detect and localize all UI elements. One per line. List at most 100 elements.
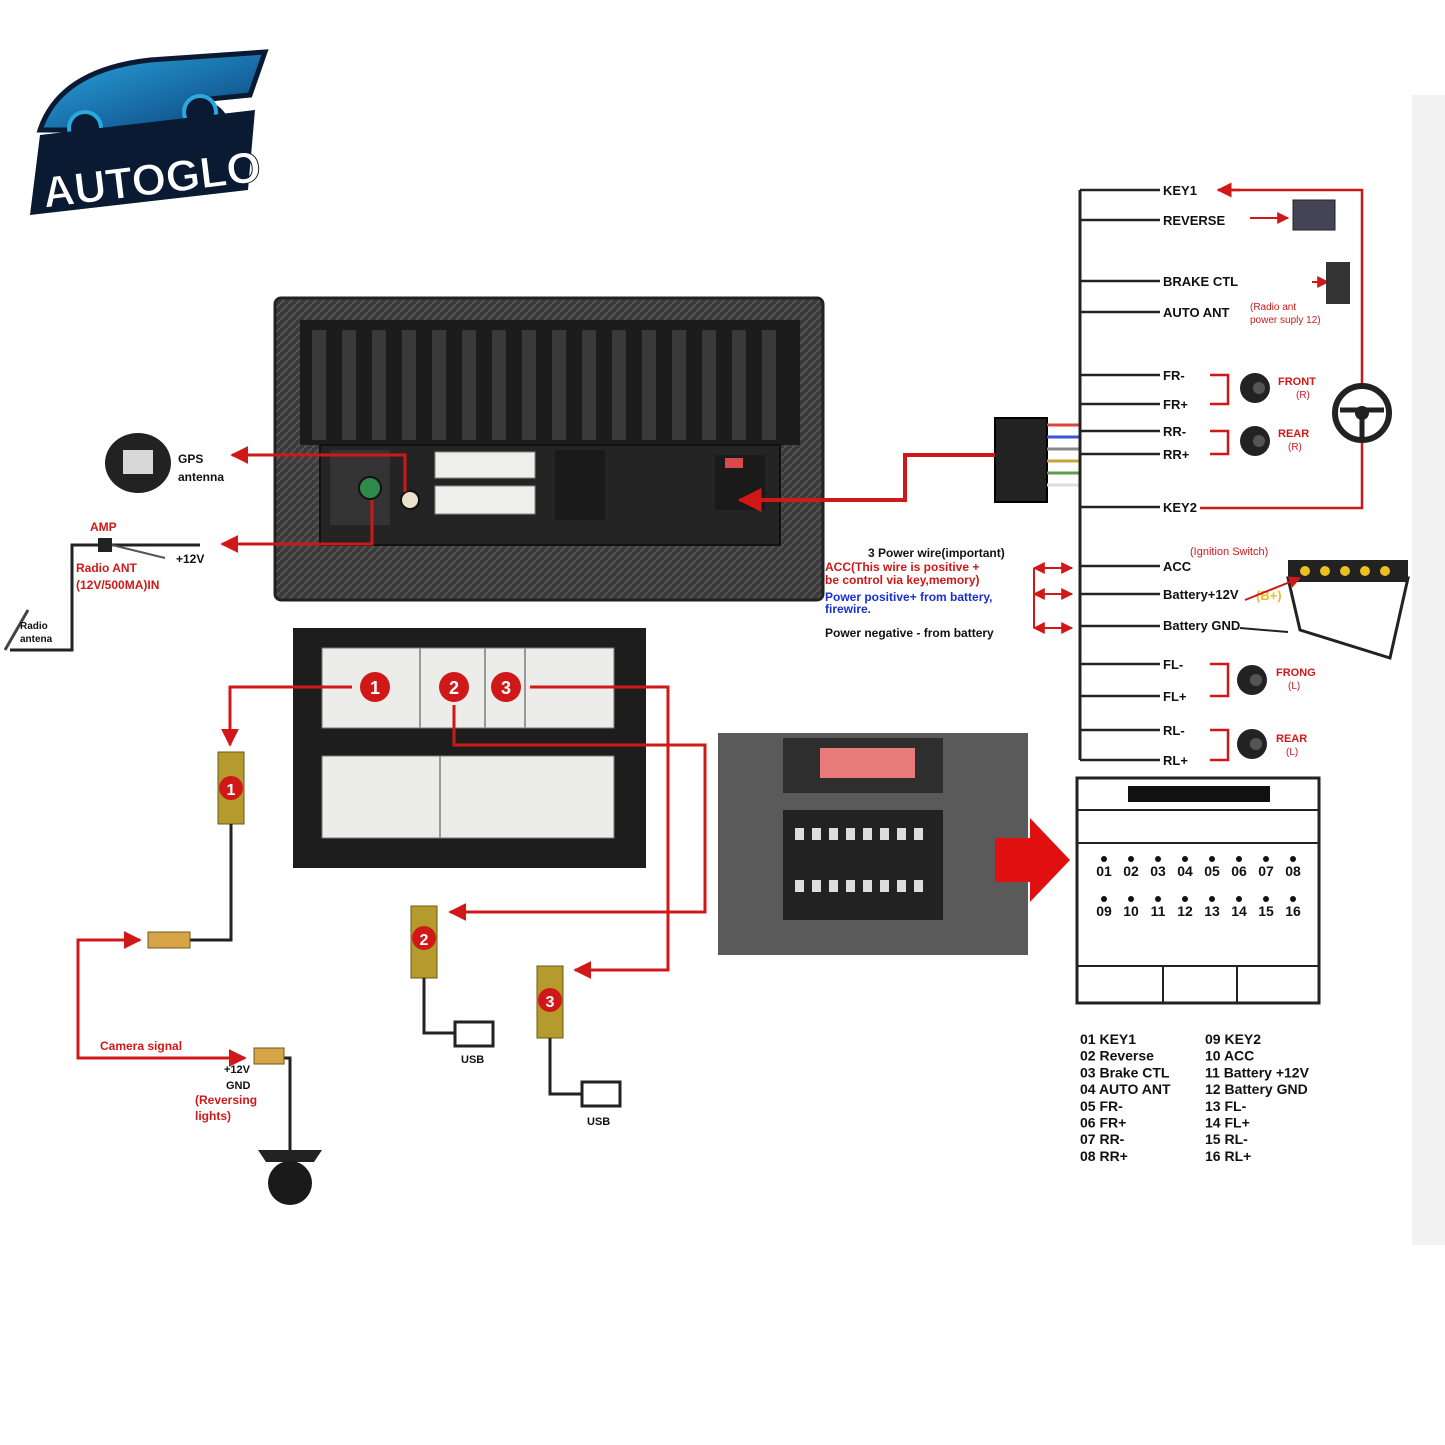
pin-legend-item: 13 FL- — [1205, 1098, 1247, 1114]
rear-r-label-1: REAR — [1278, 428, 1309, 440]
antenna-cable — [10, 543, 200, 652]
rear-l-label-2: (L) — [1286, 747, 1298, 758]
pin-dot — [1263, 896, 1269, 902]
neg-note: Power negative - from battery — [825, 626, 994, 640]
fin — [462, 330, 476, 440]
socket-pin — [863, 828, 872, 840]
cable-2-lead — [422, 978, 455, 1035]
pin-legend-item: 07 RR- — [1080, 1131, 1125, 1147]
pin-rr-minus: RR- — [1163, 424, 1186, 439]
cam-rev-label-1: (Reversing — [195, 1093, 257, 1107]
pin-legend-item: 14 FL+ — [1205, 1115, 1250, 1131]
speaker-bracket — [1210, 373, 1230, 406]
power-title: 3 Power wire(important) — [868, 546, 1005, 560]
socket-pin — [897, 828, 906, 840]
cable-3-wire — [530, 685, 670, 979]
pin-dot — [1155, 896, 1161, 902]
radio-ant-port-icon — [400, 490, 420, 510]
ignition-label: (Ignition Switch) — [1190, 546, 1268, 558]
camera-signal-label: Camera signal — [100, 1039, 182, 1053]
pin-number: 14 — [1231, 903, 1247, 919]
pin-dot — [1209, 856, 1215, 862]
pin-fl-plus: FL+ — [1163, 689, 1187, 704]
camera-rca-icon — [253, 1047, 285, 1065]
harness-wire-bundle — [1047, 423, 1080, 487]
right-speakers — [1210, 373, 1270, 762]
socket-pin — [897, 880, 906, 892]
usb-1-icon — [453, 1020, 495, 1048]
pin-legend-item: 16 RL+ — [1205, 1148, 1251, 1164]
pin-fl-minus: FL- — [1163, 657, 1183, 672]
pin-number: 09 — [1096, 903, 1112, 919]
pin-legend-item: 10 ACC — [1205, 1048, 1254, 1064]
pin-fr-minus: FR- — [1163, 368, 1185, 383]
connector-panel — [319, 444, 781, 546]
pos-note-1: Power positive+ from battery, — [825, 590, 993, 604]
radio-antenna-icon — [3, 609, 30, 651]
badge-3-text: 3 — [501, 678, 511, 698]
camera-lead — [265, 1056, 292, 1150]
pin-dot — [1236, 896, 1242, 902]
socket-photo — [718, 733, 1028, 955]
rear-r-label-2: (R) — [1288, 442, 1302, 453]
pin-number: 13 — [1204, 903, 1220, 919]
pin-dot — [1290, 856, 1296, 862]
pin-dot — [1182, 856, 1188, 862]
harness-to-unit-wire — [737, 453, 995, 512]
socket-pin — [812, 880, 821, 892]
speaker-bracket — [1210, 728, 1230, 762]
pin-dot — [1209, 896, 1215, 902]
pin-number: 10 — [1123, 903, 1139, 919]
amp-label: AMP — [90, 520, 117, 534]
pin-legend-item: 06 FR+ — [1080, 1115, 1126, 1131]
pin-number: 03 — [1150, 863, 1166, 879]
pin-legend-item: 02 Reverse — [1080, 1048, 1154, 1064]
auto-ant-note-1: (Radio ant — [1250, 302, 1296, 313]
auto-ant-note-2: power suply 12) — [1250, 315, 1321, 326]
cable-1-lead — [190, 824, 233, 942]
cable-1-number: 1 — [227, 782, 236, 799]
steering-wheel-icon — [1332, 383, 1392, 443]
speaker-cone — [1253, 382, 1265, 394]
pin-key2: KEY2 — [1163, 500, 1197, 515]
badge-3: 3 — [491, 672, 521, 702]
socket-pin — [829, 880, 838, 892]
rca-plug-icon — [147, 931, 191, 949]
camera-signal-wire — [76, 931, 247, 1067]
reversing-camera-icon — [258, 1150, 322, 1205]
fin — [582, 330, 596, 440]
battery-gnd-wire — [1239, 627, 1289, 633]
handbrake-icon — [1326, 262, 1350, 304]
pin-legend-item: 11 Battery +12V — [1205, 1064, 1310, 1080]
pin-reverse: REVERSE — [1163, 213, 1225, 228]
socket-pin — [795, 880, 804, 892]
pos-note-2: firewire. — [825, 602, 871, 616]
pin-number: 02 — [1123, 863, 1139, 879]
pin-legend-item: 01 KEY1 — [1080, 1031, 1136, 1047]
radio-antenna-label-2: antena — [20, 634, 53, 645]
white-plug-b — [434, 485, 536, 515]
fin — [552, 330, 566, 440]
pin-number: 16 — [1285, 903, 1301, 919]
autoglo-logo: AUTOGLO AUSTRALIA — [30, 49, 269, 223]
socket-pin — [880, 828, 889, 840]
radio-ant-wire — [220, 500, 374, 553]
heatsink-fins — [312, 330, 776, 440]
cam-gnd-label: GND — [226, 1080, 251, 1092]
pin-key1: KEY1 — [1163, 183, 1197, 198]
pin-brake-ctl: BRAKE CTL — [1163, 274, 1238, 289]
pinout-key — [1128, 786, 1270, 802]
key2-wire — [1200, 440, 1364, 510]
battery-pos-wire — [1244, 576, 1302, 601]
ribbon-slot — [555, 450, 605, 520]
cable-2-number: 2 — [420, 932, 429, 949]
pinout-diagram — [1075, 776, 1321, 1005]
gps-label-2: antenna — [178, 470, 224, 484]
pin-acc: ACC — [1163, 559, 1192, 574]
badge-2: 2 — [439, 672, 469, 702]
speaker-bracket — [1210, 662, 1230, 698]
fin — [492, 330, 506, 440]
radio-ant-label-2: (12V/500MA)IN — [76, 578, 159, 592]
cable-3-number: 3 — [546, 994, 555, 1011]
